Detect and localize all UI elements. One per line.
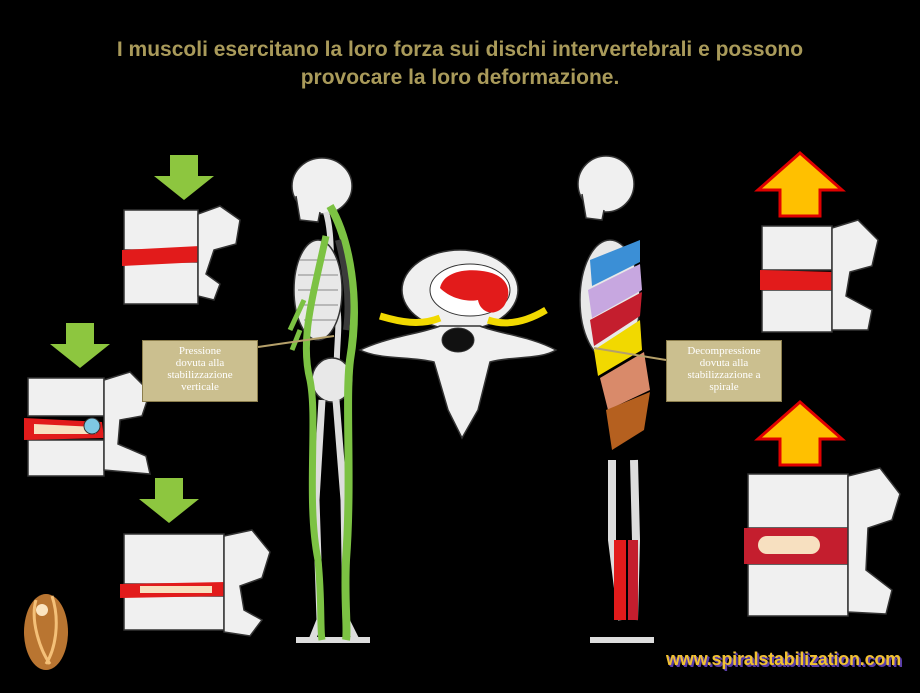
green-down-arrow-icon bbox=[50, 323, 110, 368]
label-spiral-decompression: Decompressione dovuta alla stabilizzazio… bbox=[666, 340, 782, 402]
title-line-2: provocare la loro deformazione. bbox=[300, 66, 620, 89]
label-right-line: stabilizzazione a bbox=[687, 369, 761, 381]
label-right-line: dovuta alla bbox=[699, 357, 749, 369]
orange-up-arrow-icon bbox=[754, 151, 846, 218]
page-title: I muscoli esercitano la loro forza sui d… bbox=[30, 36, 890, 92]
vertebra-decompressed-bottom bbox=[744, 467, 901, 617]
vertebra-top-view bbox=[358, 249, 558, 440]
vertebra-compressed-top bbox=[122, 205, 241, 305]
vertebra-compressed-middle bbox=[24, 371, 151, 477]
spiral-logo-icon bbox=[24, 594, 68, 670]
label-left-line: Pressione bbox=[178, 345, 222, 357]
orange-up-arrow-icon bbox=[754, 400, 846, 467]
website-link[interactable]: www.spiralstabilization.com bbox=[666, 649, 901, 669]
label-right-line: Decompressione bbox=[687, 345, 761, 357]
title-line-1: I muscoli esercitano la loro forza sui d… bbox=[116, 38, 804, 61]
label-left-line: stabilizzazione bbox=[167, 369, 233, 381]
skeleton-spiral-stabilization bbox=[577, 155, 667, 643]
green-down-arrow-icon bbox=[139, 478, 199, 523]
vertebra-compressed-bottom bbox=[120, 529, 271, 637]
label-right-line: spirale bbox=[709, 381, 739, 393]
label-left-line: dovuta alla bbox=[175, 357, 225, 369]
green-down-arrow-icon bbox=[154, 155, 214, 200]
label-left-line: verticale bbox=[181, 381, 219, 393]
skeleton-vertical-stabilization bbox=[257, 157, 370, 643]
label-vertical-pressure: Pressione dovuta alla stabilizzazione ve… bbox=[142, 340, 258, 402]
vertebra-decompressed-top bbox=[760, 219, 879, 333]
